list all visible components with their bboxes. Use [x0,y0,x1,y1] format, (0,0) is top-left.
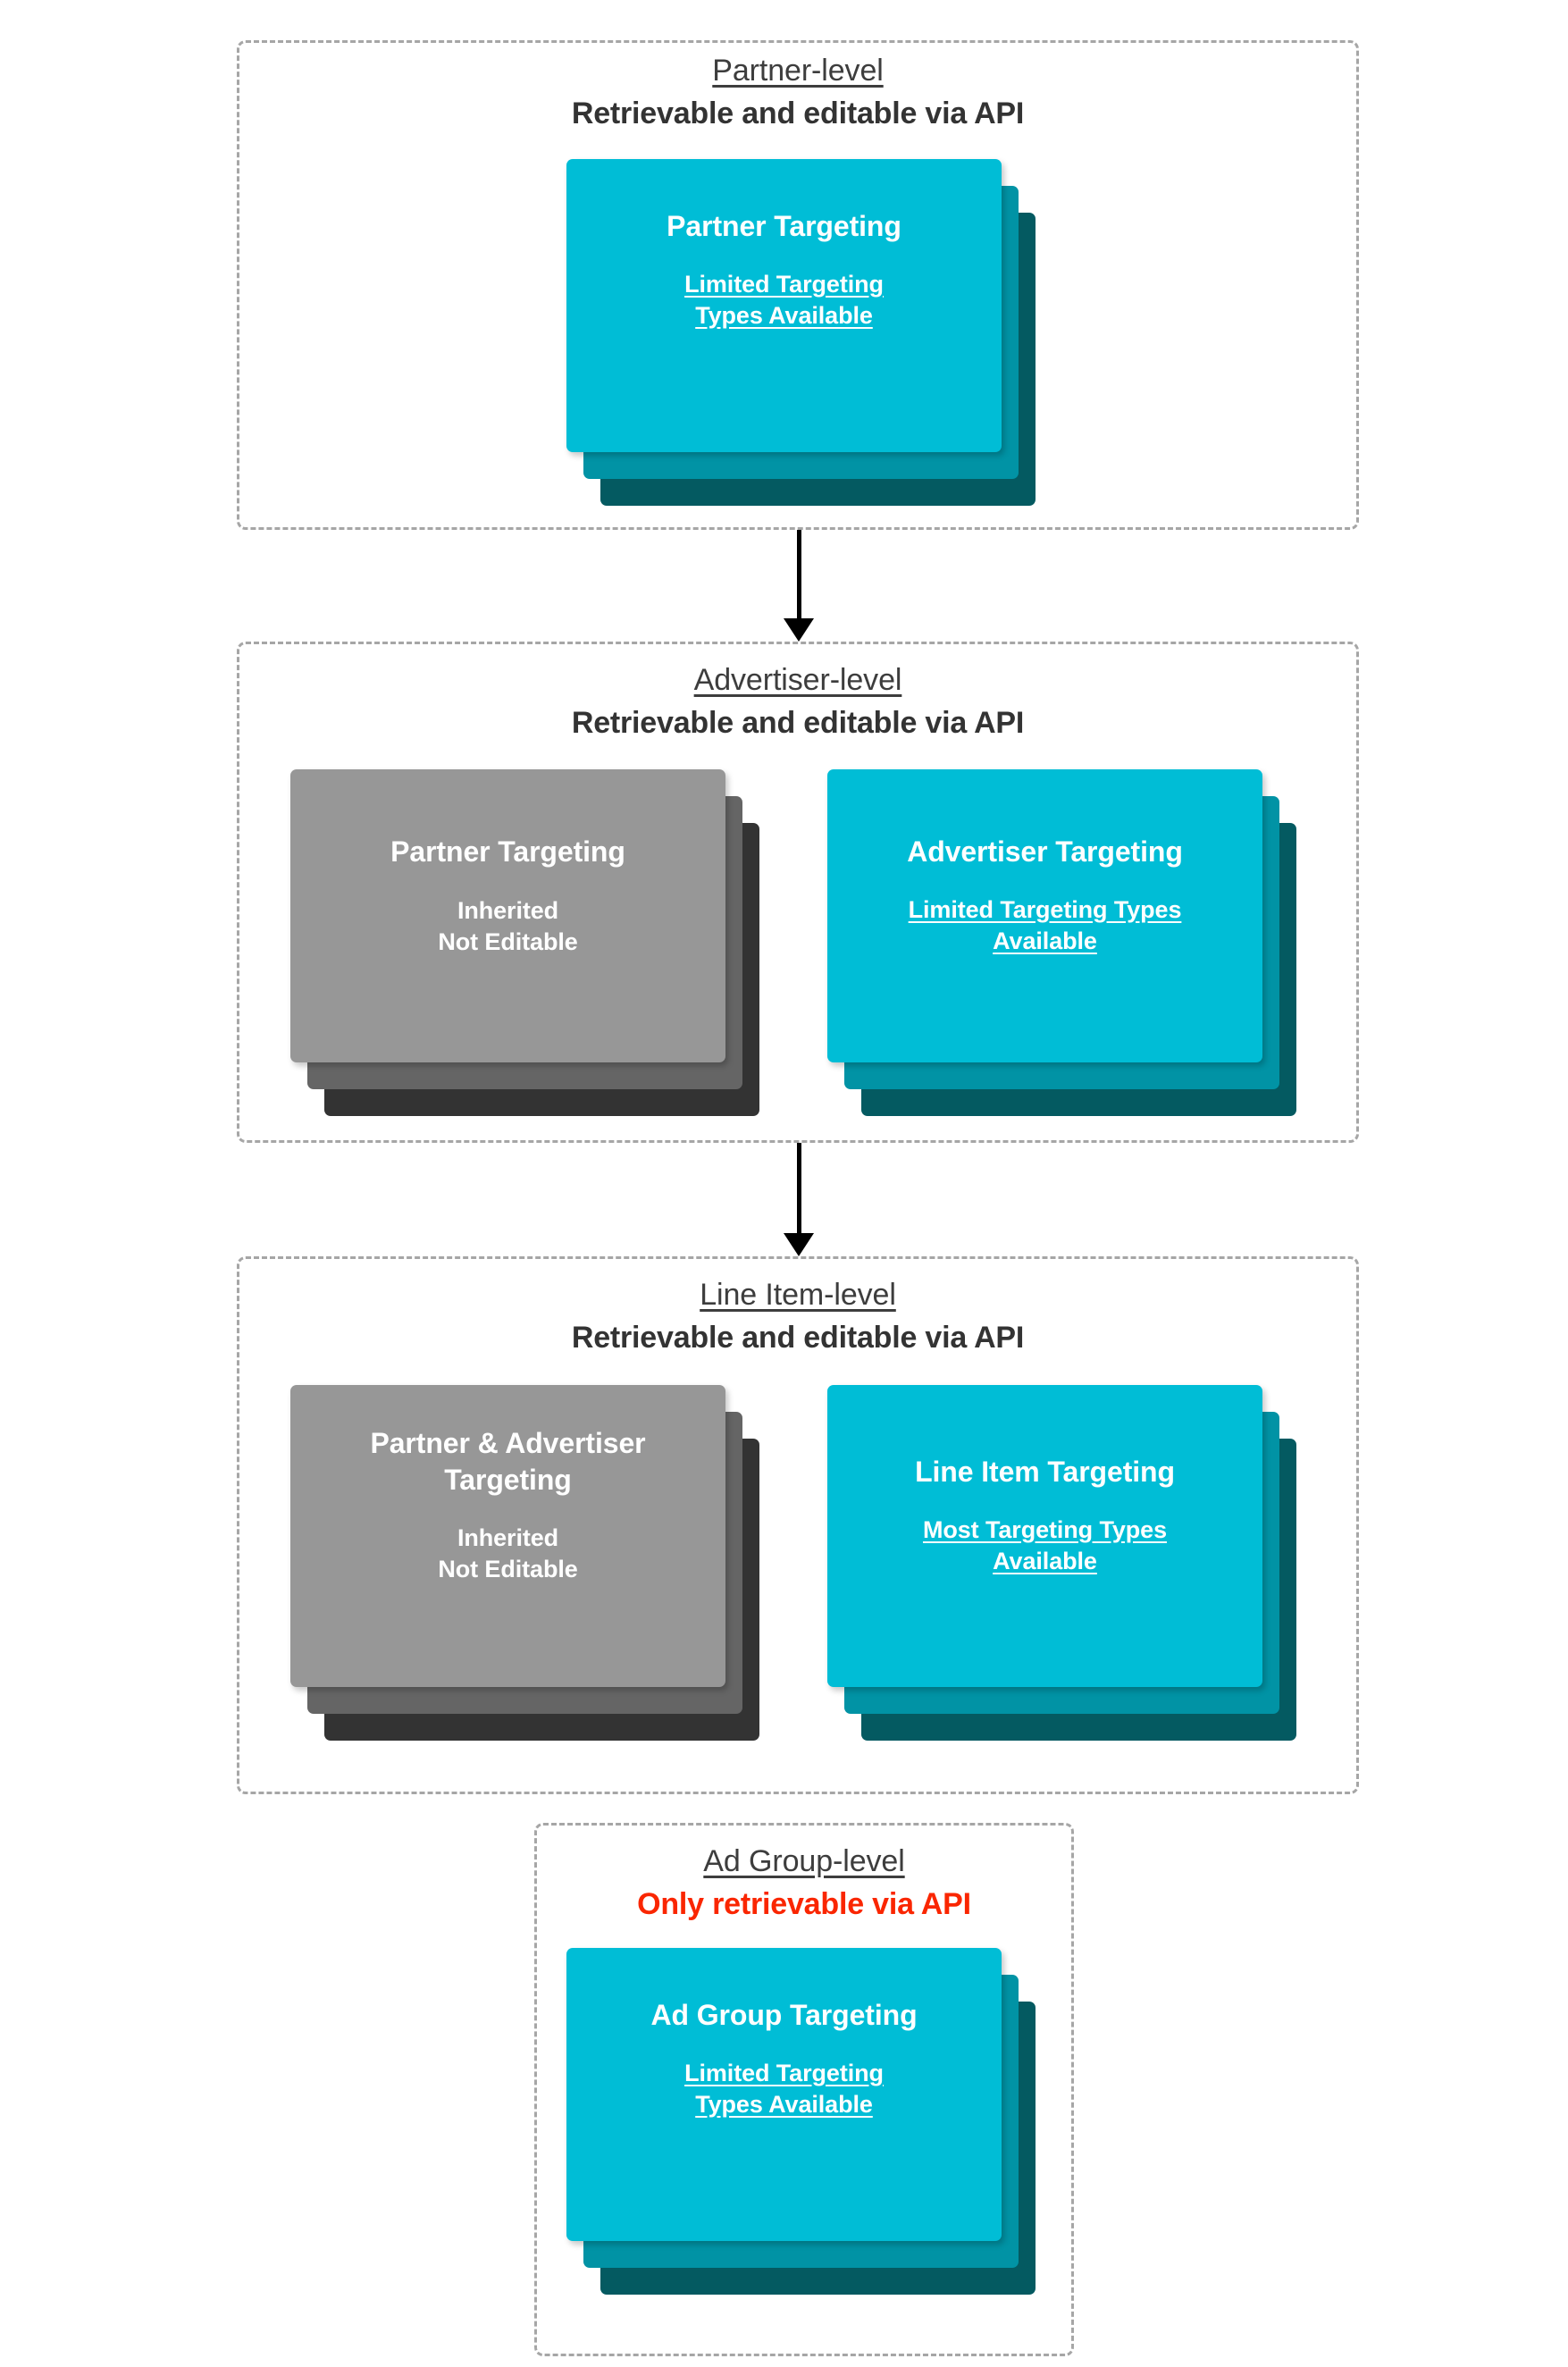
card-subtitle: Inherited Not Editable [438,896,578,955]
level-header-line-item: Line Item-level Retrievable and editable… [237,1276,1359,1357]
arrow-line [797,530,801,618]
card-stack-advertiser-targeting: Advertiser Targeting Limited Targeting T… [827,769,1296,1118]
card-inherited-partner-targeting[interactable]: Partner Targeting Inherited Not Editable [290,769,725,1062]
level-header-advertiser: Advertiser-level Retrievable and editabl… [237,661,1359,743]
level-api-note-advertiser: Retrievable and editable via API [571,705,1025,740]
card-subtitle: Limited Targeting Types Available [908,895,1182,954]
card-title: Ad Group Targeting [650,1999,918,2031]
level-container-partner [237,40,1359,530]
card-advertiser-targeting[interactable]: Advertiser Targeting Limited Targeting T… [827,769,1262,1062]
card-inherited-partner-advertiser-targeting[interactable]: Partner & Advertiser Targeting Inherited… [290,1385,725,1687]
card-title: Partner & Advertiser Targeting [370,1427,646,1496]
card-subtitle: Inherited Not Editable [438,1524,578,1583]
card-stack-partner-targeting: Partner Targeting Limited Targeting Type… [566,159,1036,508]
level-api-note-line-item: Retrievable and editable via API [571,1320,1025,1355]
card-title: Partner Targeting [390,835,625,868]
card-title: Line Item Targeting [915,1456,1175,1488]
level-container-line-item [237,1256,1359,1794]
card-stack-line-item-targeting: Line Item Targeting Most Targeting Types… [827,1385,1296,1742]
level-header-ad-group: Ad Group-level Only retrievable via API [534,1842,1074,1924]
card-line-item-targeting[interactable]: Line Item Targeting Most Targeting Types… [827,1385,1262,1687]
card-subtitle: Most Targeting Types Available [922,1515,1168,1574]
level-title-line-item: Line Item-level [700,1278,896,1312]
card-stack-line-item-inherited: Partner & Advertiser Targeting Inherited… [290,1385,759,1742]
level-api-note-ad-group: Only retrievable via API [637,1886,971,1921]
arrow-head-icon [784,618,814,642]
level-title-advertiser: Advertiser-level [693,663,902,697]
level-title-ad-group: Ad Group-level [703,1844,905,1878]
card-subtitle: Limited Targeting Types Available [684,270,884,329]
arrow-line [797,1143,801,1233]
level-container-advertiser [237,642,1359,1143]
connector-advertiser-to-line-item [772,1143,826,1256]
level-header-partner: Partner-level Retrievable and editable v… [237,52,1359,133]
arrow-head-icon [784,1233,814,1256]
card-title: Partner Targeting [667,210,901,242]
level-title-partner: Partner-level [712,54,884,88]
card-stack-advertiser-inherited: Partner Targeting Inherited Not Editable [290,769,759,1118]
card-subtitle: Limited Targeting Types Available [684,2059,884,2118]
card-partner-targeting[interactable]: Partner Targeting Limited Targeting Type… [566,159,1002,452]
level-api-note-partner: Retrievable and editable via API [571,96,1025,130]
card-ad-group-targeting[interactable]: Ad Group Targeting Limited Targeting Typ… [566,1948,1002,2241]
connector-partner-to-advertiser [772,530,826,642]
level-container-ad-group [534,1823,1074,2356]
card-title: Advertiser Targeting [907,835,1183,868]
card-stack-ad-group-targeting: Ad Group Targeting Limited Targeting Typ… [566,1948,1036,2296]
